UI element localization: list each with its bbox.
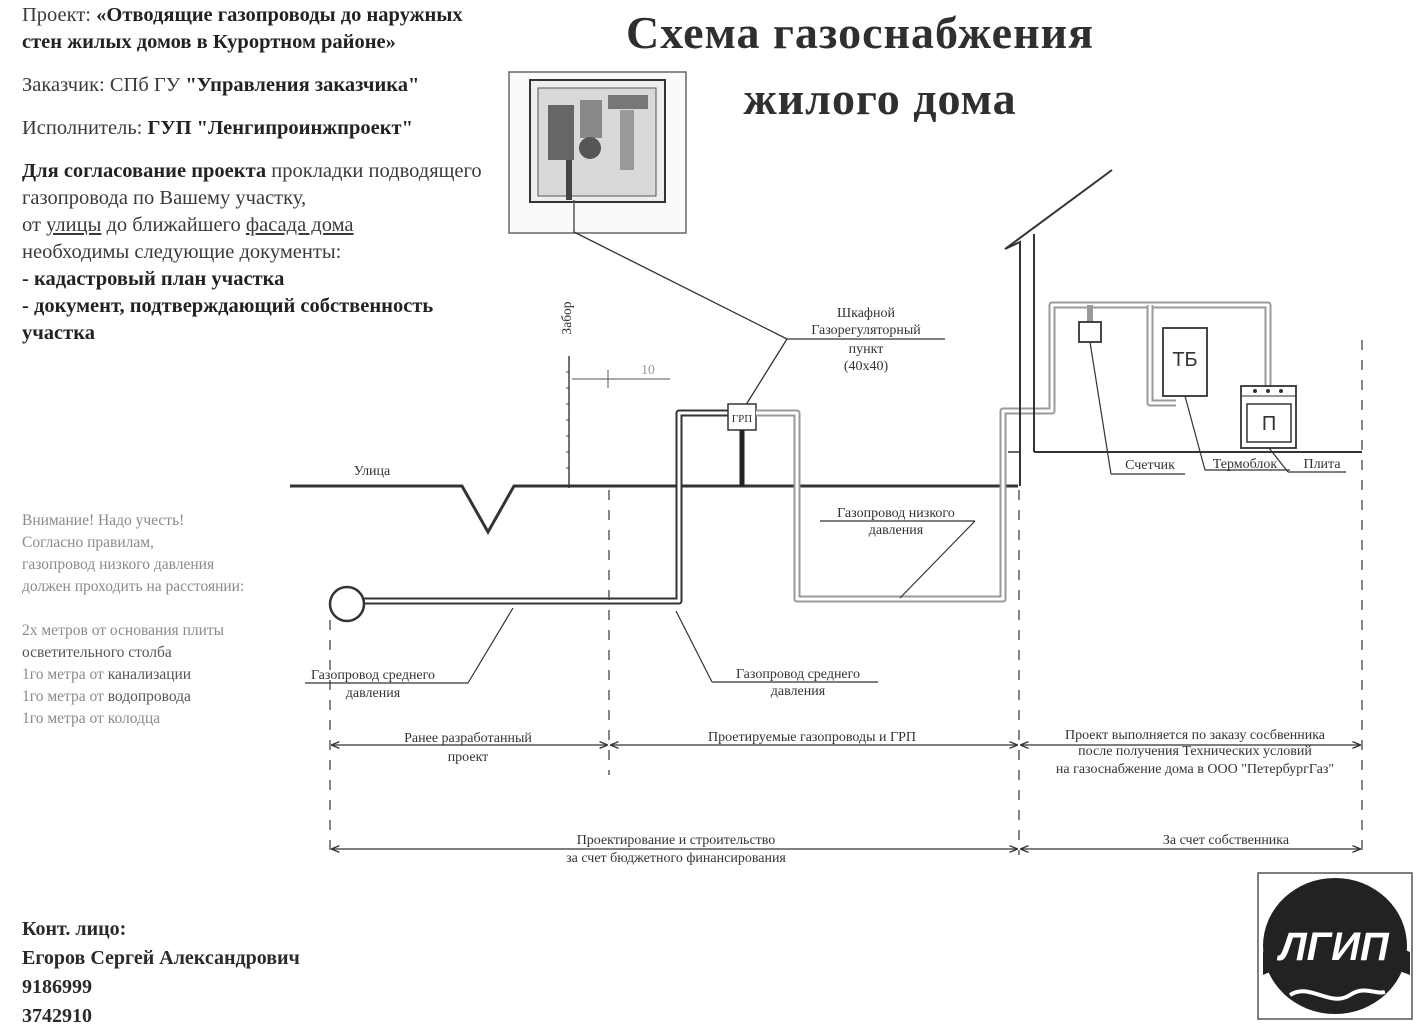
- low-pressure-pipe: [756, 301, 1272, 603]
- documents-block: Для согласование проекта прокладки подво…: [22, 158, 492, 347]
- executor-prefix: Исполнитель:: [22, 117, 148, 139]
- medium-right-label-2: давления: [771, 684, 826, 699]
- docs-text-1: прокладки подводящего газопровода по Ваш…: [22, 160, 482, 209]
- zone-owner-pay-label: За счет собственника: [1163, 833, 1290, 848]
- contact-phone-1: 9186999: [22, 976, 92, 998]
- zone-budget-label-1: Проектирование и строительство: [577, 833, 776, 848]
- zone-budget-label-2: за счет бюджетного финансирования: [566, 851, 786, 866]
- house: [1004, 169, 1362, 486]
- street-label: Улица: [354, 464, 391, 479]
- heater-block-box: [1162, 327, 1208, 397]
- stove-leader: [1268, 447, 1289, 473]
- distance-3b: водопровода: [107, 688, 191, 705]
- project-name: «Отводящие газопроводы до наружных стен …: [22, 4, 463, 53]
- distance-1a: 2х метров от основания плиты: [22, 622, 225, 639]
- grp-cabinet-label-3: пункт: [849, 342, 884, 357]
- dimension-value: 10: [641, 362, 655, 377]
- docs-bold: Для согласование проекта: [22, 160, 267, 182]
- medium-left-label-1: Газопровод среднего: [311, 668, 435, 683]
- grp-cabinet-photo: [508, 71, 687, 234]
- heater-leader: [1184, 395, 1206, 471]
- logo-text: ЛГИП: [1276, 925, 1390, 969]
- grp-cabinet-label-1: Шкафной: [837, 306, 895, 321]
- meter-label: Счетчик: [1125, 458, 1175, 473]
- warning-line-3: газопровод низкого давления: [22, 556, 215, 573]
- heater-block-label: Термоблок: [1213, 457, 1278, 472]
- contact-name: Егоров Сергей Александрович: [22, 947, 300, 969]
- distance-4: 1го метра от колодца: [22, 710, 161, 727]
- lgip-logo: ЛГИП: [1257, 872, 1413, 1020]
- meter-box: [1078, 321, 1102, 343]
- docs-text-3: необходимы следующие документы:: [22, 241, 342, 263]
- contact-phone-2: 3742910: [22, 1005, 92, 1027]
- docs-text-2a: от: [22, 214, 47, 236]
- medium-right-leader: [675, 610, 713, 683]
- title-line-1: Схема газоснабжения: [626, 7, 1094, 58]
- title-line-2: жилого дома: [743, 73, 1017, 124]
- contact-label: Конт. лицо:: [22, 918, 127, 940]
- customer-line: Заказчик: СПб ГУ "Управления заказчика": [22, 72, 492, 99]
- zone-owner-order-label-1: Проект выполняется по заказу сосбвенника: [1065, 728, 1326, 743]
- doc-item-1: - кадастровый план участка: [22, 268, 285, 290]
- zone-owner-order-label-3: на газоснабжение дома в ООО "ПетербургГа…: [1056, 762, 1334, 777]
- medium-right-label-1: Газопровод среднего: [736, 667, 860, 682]
- docs-street: улицы: [46, 214, 102, 236]
- medium-left-label-2: давления: [346, 686, 401, 701]
- photo-leader-line: [573, 231, 788, 340]
- low-pressure-label-2: давления: [869, 523, 924, 538]
- warning-line-4: должен проходить на расстоянии:: [22, 578, 245, 595]
- customer-prefix: Заказчик: СПб ГУ: [22, 74, 186, 96]
- zone-separators: [329, 340, 1363, 855]
- project-line: Проект: «Отводящие газопроводы до наружн…: [22, 2, 492, 56]
- grp-callout-leader: [743, 338, 788, 409]
- stove-box-label: П: [1262, 413, 1276, 435]
- low-pressure-label-1: Газопровод низкого: [837, 506, 955, 521]
- customer-name: "Управления заказчика": [185, 74, 420, 96]
- zone-owner-order-label-2: после получения Технических условий: [1078, 744, 1312, 759]
- fence: [566, 356, 570, 488]
- warning-line-1: Внимание! Надо учесть!: [22, 512, 185, 529]
- zone-designed-label: Проетируемые газопроводы и ГРП: [708, 730, 916, 745]
- executor-name: ГУП "Ленгипроинжпроект": [147, 117, 413, 139]
- docs-facade: фасада дома: [245, 214, 354, 236]
- medium-pressure-pipe: [348, 409, 738, 605]
- stove: П: [1240, 385, 1297, 449]
- grp-short-label: ГРП: [732, 413, 752, 425]
- project-prefix: Проект:: [22, 4, 97, 26]
- zone-prev-label-1: Ранее разработанный: [404, 731, 532, 746]
- distance-2b: канализации: [107, 666, 192, 683]
- doc-item-2: - документ, подтверждающий собственность…: [22, 295, 434, 344]
- executor-line: Исполнитель: ГУП "Ленгипроинжпроект": [22, 115, 492, 142]
- grp-cabinet-label-4: (40х40): [844, 359, 889, 374]
- warning-line-2: Согласно правилам,: [22, 534, 154, 551]
- docs-text-2b: до ближайшего: [101, 214, 246, 236]
- grp-box: ГРП: [727, 403, 757, 486]
- warning-block: Внимание! Надо учесть! Согласно правилам…: [22, 510, 322, 730]
- low-pressure-leader: [899, 520, 976, 599]
- fence-label: Забор: [559, 301, 574, 334]
- main-pipe-node: [328, 585, 366, 623]
- distance-2a: 1го метра от: [22, 666, 108, 683]
- meter-leader: [1089, 341, 1112, 475]
- project-info: Проект: «Отводящие газопроводы до наружн…: [22, 2, 492, 347]
- distance-1b: осветительного столба: [22, 644, 172, 661]
- stove-label: Плита: [1303, 457, 1341, 472]
- distance-3a: 1го метра от: [22, 688, 108, 705]
- medium-left-leader: [467, 607, 514, 684]
- page-title: Схема газоснабжения жилого дома: [560, 0, 1160, 132]
- grp-cabinet-label-2: Газорегуляторный: [811, 323, 921, 338]
- heater-block-box-label: ТБ: [1172, 349, 1197, 371]
- contact-block: Конт. лицо: Егоров Сергей Александрович …: [22, 915, 422, 1031]
- zone-prev-label-2: проект: [448, 750, 489, 765]
